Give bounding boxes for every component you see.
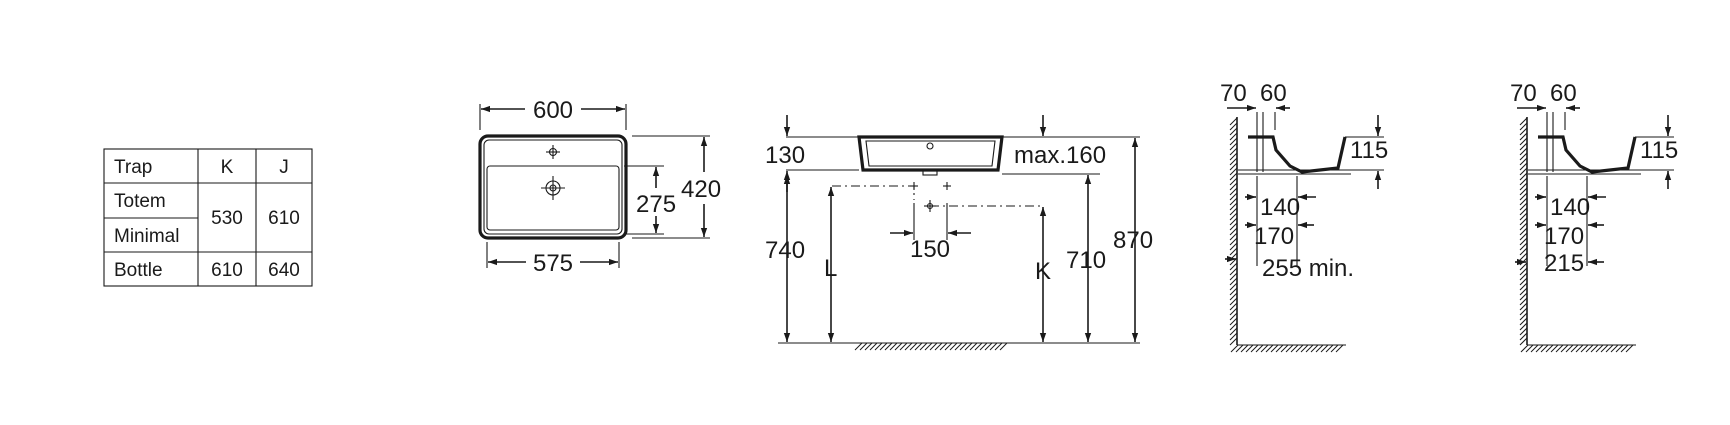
dim-offset-1: 70 (1220, 80, 1247, 107)
basin-section (1248, 135, 1347, 174)
dim-depth: 420 (681, 176, 721, 203)
front-view: 130 max.160 740 150 L K 710 870 (765, 115, 1153, 351)
floor-hatch (1520, 344, 1634, 353)
label-l: L (824, 255, 837, 282)
basin-bowl (486, 165, 620, 231)
top-view: 600 575 420 275 (478, 97, 721, 277)
dim-dist-3: 255 min. (1262, 255, 1354, 282)
dim-height: 115 (1350, 137, 1388, 164)
table-cell-trap: Bottle (114, 260, 163, 281)
tap-hole-icon (546, 145, 560, 159)
dim-inner-width: 575 (533, 250, 573, 277)
dim-max-height: max.160 (1014, 142, 1106, 169)
label-k: K (1035, 258, 1051, 285)
dim-dist-1: 140 (1260, 194, 1300, 221)
basin-inner (865, 140, 996, 167)
wall-hatch (1229, 117, 1238, 346)
dim-height: 115 (1640, 137, 1678, 164)
basin-rim (483, 139, 623, 235)
side-view-a: 70 60 115 140 170 255 min. (1220, 80, 1388, 353)
basin-section (1538, 135, 1637, 174)
dim-floor-to-top: 870 (1113, 227, 1153, 254)
dim-bowl-depth: 275 (636, 191, 676, 218)
table-header-k: K (221, 157, 234, 178)
table-header-j: J (279, 157, 289, 178)
dim-offset-1: 70 (1510, 80, 1537, 107)
drain-outlet (922, 169, 938, 176)
dim-dist-1: 140 (1550, 194, 1590, 221)
floor-hatch (854, 342, 1008, 351)
dim-tap-spacing: 150 (910, 236, 950, 263)
table-cell-trap: Totem (114, 191, 166, 212)
table-cell-k: 530 (211, 208, 243, 229)
drain-icon (541, 176, 565, 200)
table-cell-j: 640 (268, 260, 300, 281)
table-cell-k: 610 (211, 260, 243, 281)
dim-floor-to-rim: 740 (765, 237, 805, 264)
wall-hatch (1519, 117, 1528, 346)
table-header-trap: Trap (114, 157, 152, 178)
side-view-b: 70 60 115 140 170 215 (1510, 80, 1678, 353)
dim-dist-2: 170 (1254, 223, 1294, 250)
floor-hatch (1230, 344, 1344, 353)
tap-hole-icon (926, 142, 934, 150)
basin-section (857, 135, 1004, 172)
table-cell-j: 610 (268, 208, 300, 229)
dim-dist-2: 170 (1544, 223, 1584, 250)
dim-rim-height: 130 (765, 142, 805, 169)
tap-axis-icon (910, 182, 951, 212)
basin-outline (478, 134, 628, 240)
dim-overall-width: 600 (533, 97, 573, 124)
dim-offset-2: 60 (1550, 80, 1577, 107)
trap-table: Trap K J Totem 530 610 Minimal Bottle 61… (103, 148, 313, 287)
table-cell-trap: Minimal (114, 226, 179, 247)
dim-offset-2: 60 (1260, 80, 1287, 107)
dim-dist-3: 215 (1544, 250, 1584, 277)
dim-floor-to-countertop: 710 (1066, 247, 1106, 274)
